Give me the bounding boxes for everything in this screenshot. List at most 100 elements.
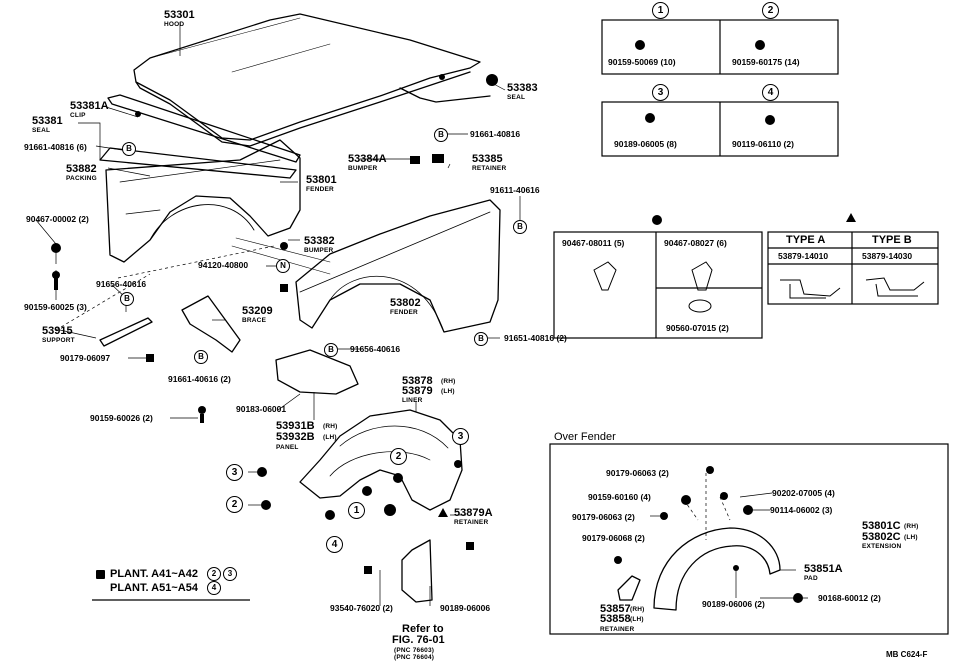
bolt-b3-num: 91611-40616 bbox=[490, 185, 540, 195]
fender-lh-num: 53801 bbox=[306, 174, 337, 186]
retainer2-num: 53879A bbox=[454, 507, 493, 519]
over-fender-p7: 90189-06006 (2) bbox=[702, 599, 765, 609]
type-triangle-icon bbox=[438, 508, 448, 517]
over-fender-title: Over Fender bbox=[554, 431, 616, 443]
bumper2-name: BUMPER bbox=[304, 247, 334, 254]
bolt-b7-num: 91661-40616 (2) bbox=[168, 374, 231, 384]
marker-2-icon: 2 bbox=[762, 2, 779, 19]
clip-icons bbox=[593, 261, 925, 313]
panel-lh-tag: (LH) bbox=[323, 434, 337, 441]
marker-3-icon: 3 bbox=[652, 84, 669, 101]
support-num: 53915 bbox=[42, 325, 73, 337]
marker-4-icon: 4 bbox=[762, 84, 779, 101]
over-fender-p2: 90159-60160 (4) bbox=[588, 492, 651, 502]
marker-4-icon: 4 bbox=[326, 536, 343, 553]
fastener-c3: 90189-06005 (8) bbox=[614, 139, 677, 149]
clip3-num: 90179-06097 bbox=[60, 353, 111, 363]
fender-rh-num: 53802 bbox=[390, 297, 421, 309]
liner-rh-tag: (RH) bbox=[441, 378, 456, 385]
plant-square-icon bbox=[96, 570, 105, 579]
clip-box-c: 90560-07015 (2) bbox=[666, 323, 729, 333]
type-value-b: 53879-14030 bbox=[862, 251, 913, 261]
packing-num: 53882 bbox=[66, 163, 97, 175]
retainer-lh-tag: (LH) bbox=[630, 616, 644, 623]
retainer-rh-num: 53857 bbox=[600, 603, 631, 615]
reference-boxes bbox=[92, 19, 949, 635]
retainer-name: RETAINER bbox=[600, 626, 635, 633]
marker-3-icon: 3 bbox=[223, 567, 237, 581]
retainer2-name: RETAINER bbox=[454, 519, 489, 526]
clip-name: CLIP bbox=[70, 112, 86, 119]
leader-lines bbox=[35, 22, 808, 606]
n-marker-icon: N bbox=[276, 259, 290, 273]
support-name: SUPPORT bbox=[42, 337, 75, 344]
mudguard-num: 93540-76020 (2) bbox=[330, 603, 393, 613]
legend-line2: PLANT. A51~A54 bbox=[110, 582, 198, 594]
clip-box-b: 90467-08027 (6) bbox=[664, 238, 727, 248]
retainer-rh-tag: (RH) bbox=[630, 606, 645, 613]
marker-2-icon: 2 bbox=[390, 448, 407, 465]
fastener-c1: 90159-50069 (10) bbox=[608, 57, 676, 67]
extension-lh-num: 53802C bbox=[862, 531, 901, 543]
marker-1-icon: 1 bbox=[348, 502, 365, 519]
type-value-a: 53879-14010 bbox=[778, 251, 829, 261]
fastener-c2: 90159-60175 (14) bbox=[732, 57, 800, 67]
bolt3-num: 90159-60025 (3) bbox=[24, 302, 87, 312]
panel-rh-num: 53931B bbox=[276, 420, 315, 432]
bumper1-num: 53384A bbox=[348, 153, 387, 165]
hood-name: HOOD bbox=[164, 21, 185, 28]
plant-a41-marker-icon bbox=[362, 486, 372, 496]
type-header-b: TYPE B bbox=[872, 234, 912, 246]
b-marker-icon: B bbox=[194, 350, 208, 364]
fastener-c4: 90119-06110 (2) bbox=[732, 139, 794, 149]
bolt-b1-num: 91661-40816 (6) bbox=[24, 142, 87, 152]
bumper2-num: 53382 bbox=[304, 235, 335, 247]
marker-3-icon: 3 bbox=[226, 464, 243, 481]
brace-name: BRACE bbox=[242, 317, 267, 324]
liner-lh-tag: (LH) bbox=[441, 388, 455, 395]
fender-lh bbox=[105, 139, 301, 263]
bolt-b5-num: 91656-40616 bbox=[350, 344, 401, 354]
fastener-icons bbox=[51, 40, 803, 603]
mudguard-part bbox=[401, 539, 433, 603]
marker-3-icon: 3 bbox=[452, 428, 469, 445]
clip2-num: 90467-00002 (2) bbox=[26, 214, 89, 224]
nut-n-num: 94120-40800 bbox=[198, 260, 249, 270]
over-fender-p8: 90168-60012 (2) bbox=[818, 593, 881, 603]
b-marker-icon: B bbox=[434, 128, 448, 142]
b-marker-icon: B bbox=[513, 220, 527, 234]
bumper1-name: BUMPER bbox=[348, 165, 378, 172]
type-triangle-icon bbox=[846, 213, 856, 222]
packing-strip bbox=[99, 147, 297, 179]
packing-name: PACKING bbox=[66, 175, 97, 182]
liner-lh-num: 53879 bbox=[402, 385, 433, 397]
liner-name: LINER bbox=[402, 397, 423, 404]
liner-rh-num: 53878 bbox=[402, 375, 433, 387]
hood-num: 53301 bbox=[164, 9, 195, 21]
bolt-b6-num: 91651-40816 (2) bbox=[504, 333, 567, 343]
bolt-b4-num: 91656-40616 bbox=[96, 279, 147, 289]
clip-num: 53381A bbox=[70, 100, 109, 112]
extension-name: EXTENSION bbox=[862, 543, 902, 550]
bolt8-num: 90159-60026 (2) bbox=[90, 413, 153, 423]
over-fender-p5: 90202-07005 (4) bbox=[772, 488, 835, 498]
extension-rh-num: 53801C bbox=[862, 520, 901, 532]
extension-lh-tag: (LH) bbox=[904, 534, 918, 541]
brace-part bbox=[181, 295, 241, 353]
refer-pnc1: (PNC 76603) bbox=[394, 647, 435, 654]
b-marker-icon: B bbox=[122, 142, 136, 156]
panel-name: PANEL bbox=[276, 444, 299, 451]
seal-name: SEAL bbox=[32, 127, 51, 134]
pad-name: PAD bbox=[804, 575, 818, 582]
legend-line1: PLANT. A41~A42 bbox=[110, 568, 198, 580]
retainer1-name: RETAINER bbox=[472, 165, 507, 172]
hood-seal-strip bbox=[107, 94, 301, 163]
extension-rh-tag: (RH) bbox=[904, 523, 919, 530]
fender-lh-name: FENDER bbox=[306, 186, 334, 193]
retainer-lh-num: 53858 bbox=[600, 613, 631, 625]
marker-4-icon: 4 bbox=[207, 581, 221, 595]
fender-rh bbox=[295, 199, 501, 333]
brace-num: 53209 bbox=[242, 305, 273, 317]
over-fender-p1: 90179-06063 (2) bbox=[606, 468, 669, 478]
footer-code: MB C624-F bbox=[886, 650, 928, 659]
